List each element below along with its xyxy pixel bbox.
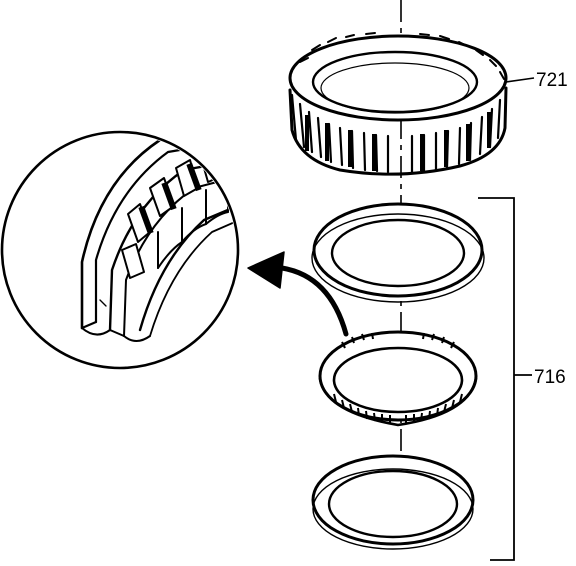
spline-teeth bbox=[290, 93, 502, 174]
bracket-716 bbox=[478, 197, 532, 561]
upper-thrust-washer bbox=[311, 202, 485, 303]
spline-shading bbox=[305, 112, 491, 171]
needle-rollers bbox=[333, 332, 463, 423]
splined-drum-721 bbox=[288, 32, 508, 176]
detail-arrow bbox=[247, 251, 349, 337]
callout-label-716: 716 bbox=[534, 367, 566, 388]
lower-thrust-washer bbox=[311, 454, 475, 550]
needle-bearing bbox=[318, 330, 478, 427]
rim-teeth bbox=[299, 32, 505, 80]
callout-721: 721 bbox=[505, 70, 568, 91]
magnified-detail-view bbox=[0, 130, 240, 370]
callout-label-721: 721 bbox=[536, 70, 568, 91]
